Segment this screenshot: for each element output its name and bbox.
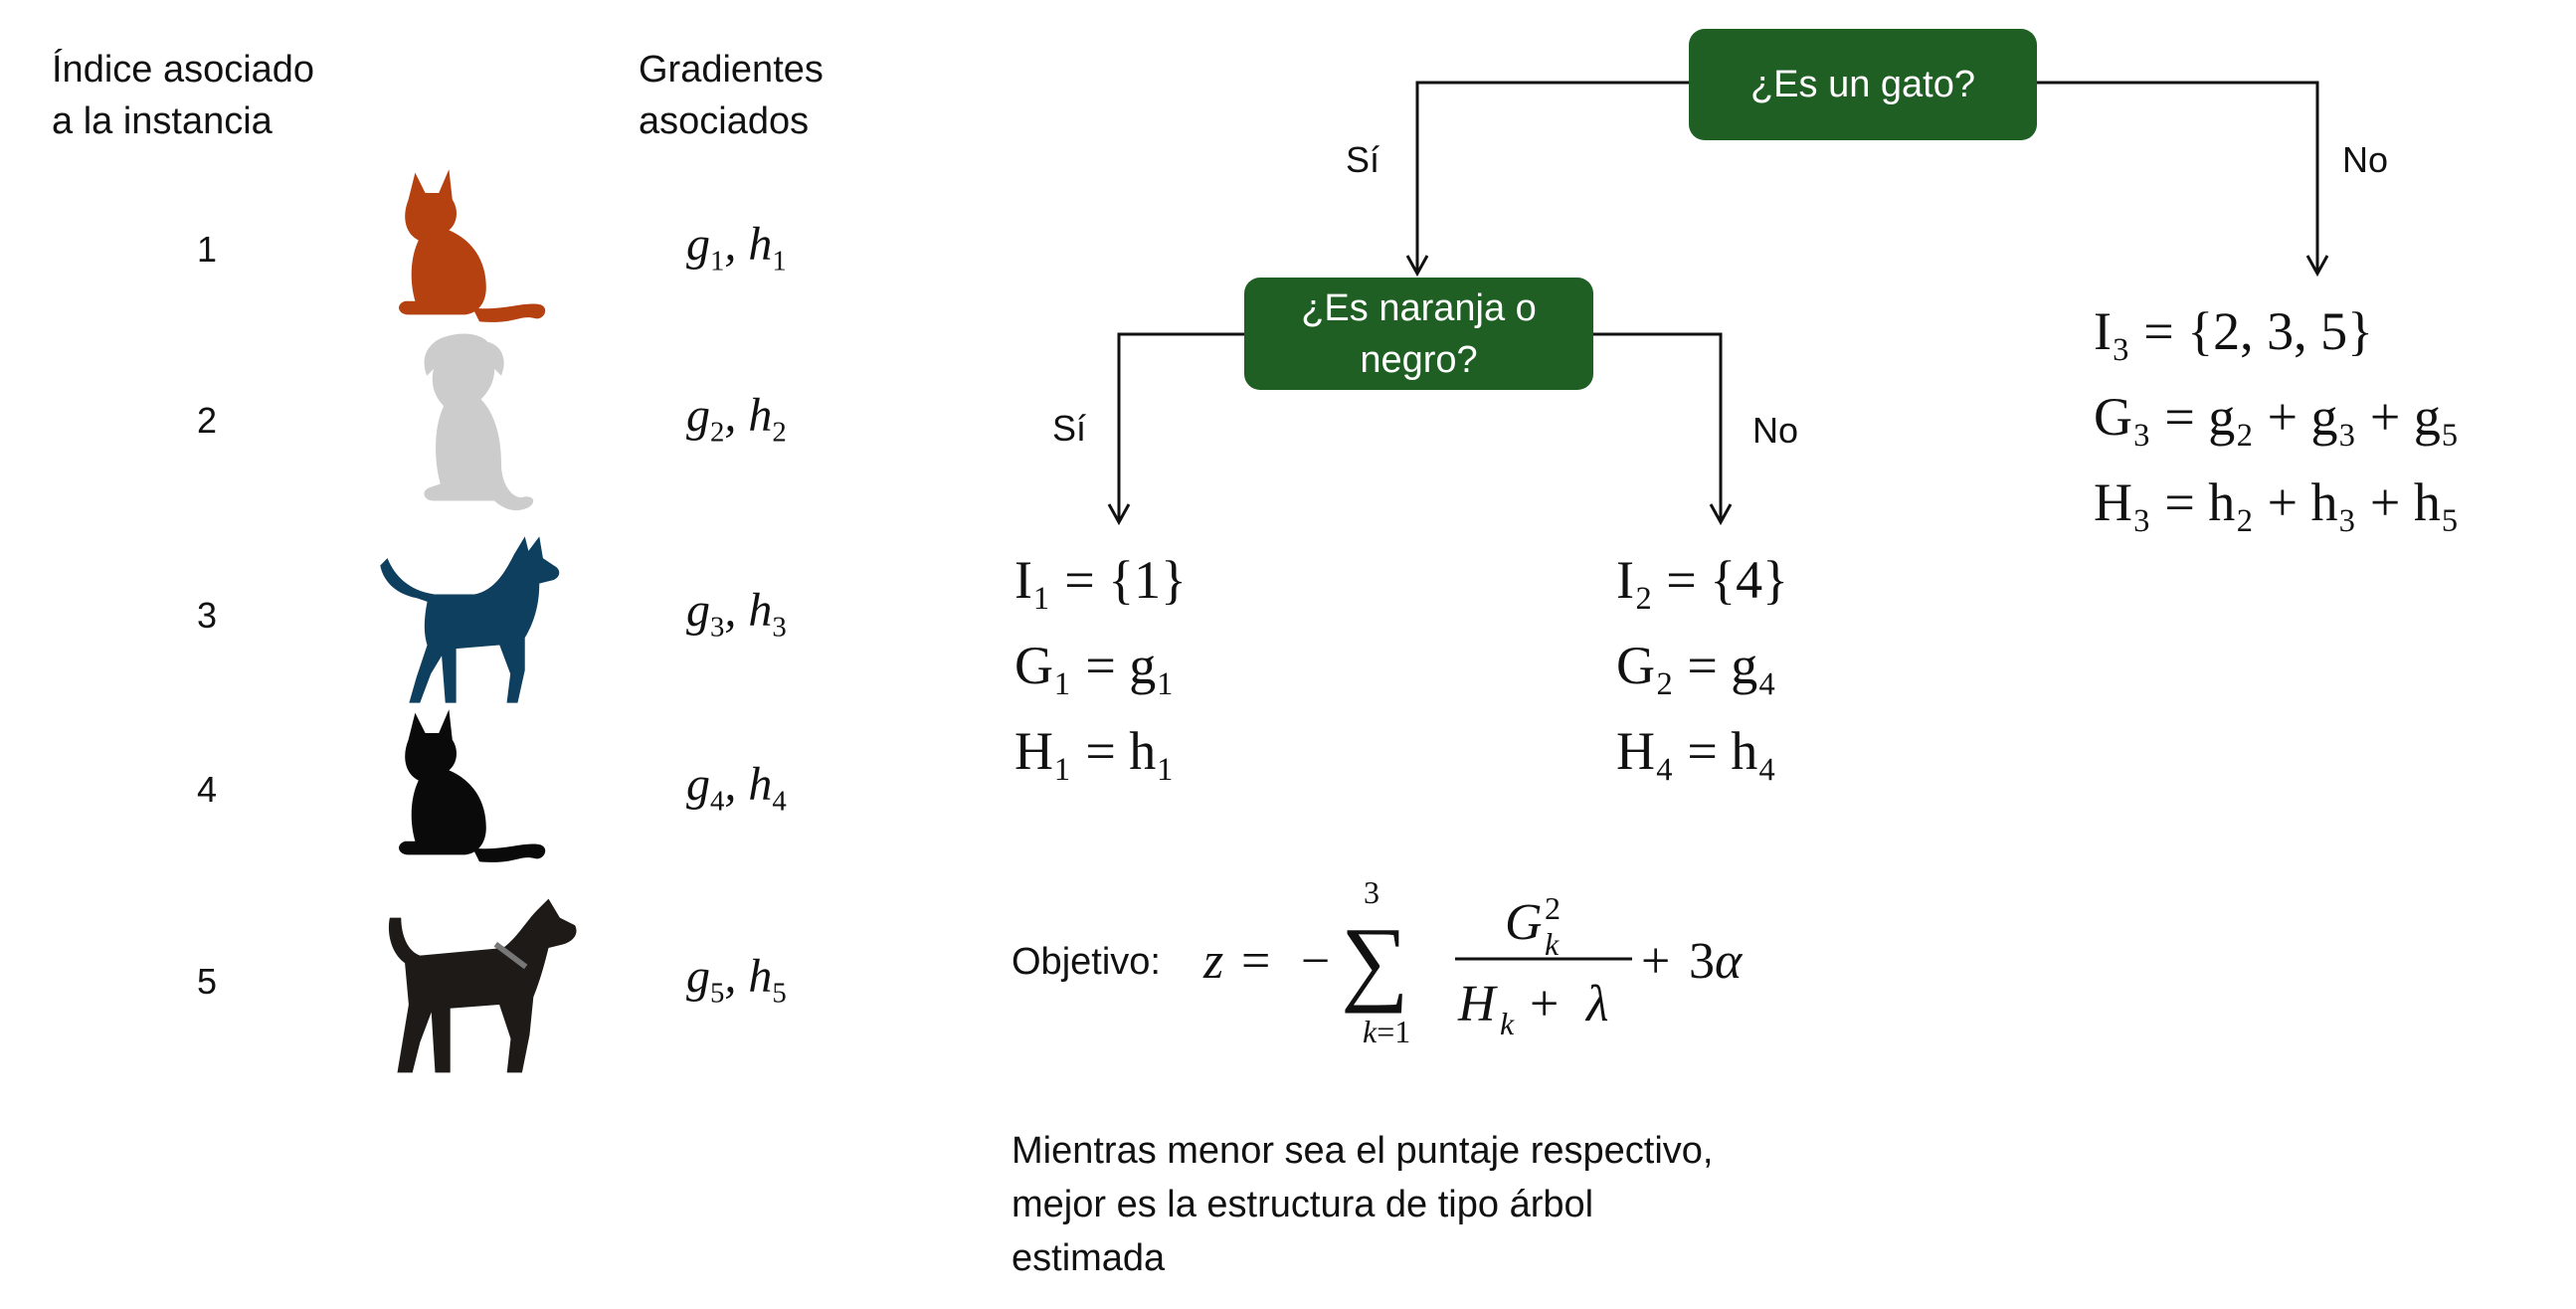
gradient-g-subscript: 5 [710, 977, 725, 1010]
gradient-g-subscript: 3 [710, 611, 725, 644]
gradient-g: g [686, 389, 710, 442]
leaf-2-index-set: I₂ = {4} [1616, 550, 1789, 610]
leaf-1-index-set: I₁ = {1} [1014, 550, 1188, 610]
svg-text:H: H [1457, 976, 1498, 1032]
gradient-h: h [748, 584, 773, 637]
root-no-label: No [2342, 139, 2389, 180]
leaf-2-stats: I₂ = {4} G₂ = g₄ H₄ = h₄ [1616, 537, 1788, 794]
gradient-g-subscript: 1 [710, 245, 725, 278]
gradient-h-subscript: 3 [772, 611, 787, 644]
child-node-es-naranja-o-negro: ¿Es naranja o negro? [1244, 278, 1593, 390]
leaf-2-g-sum: G₂ = g₄ [1616, 636, 1777, 695]
svg-text:=: = [1241, 933, 1270, 990]
instance-index-1: 1 [196, 229, 218, 270]
dog-collar-silhouette-icon [378, 891, 587, 1085]
svg-text:z: z [1202, 933, 1223, 990]
gradient-h-subscript: 5 [772, 977, 787, 1010]
interpretation-note: Mientras menor sea el puntaje respectivo… [1012, 1130, 1714, 1279]
leaf-3-g-sum: G₃ = g₂ + g₃ + g₅ [2094, 387, 2460, 447]
child-no-label: No [1752, 410, 1799, 451]
svg-text:∑: ∑ [1341, 907, 1408, 1014]
leaf-1-h-sum: H₁ = h₁ [1014, 721, 1176, 781]
instance-index-5: 5 [196, 961, 218, 1002]
instance-index-2: 2 [196, 400, 218, 441]
instance-gradients-2: g2, h2 [686, 389, 787, 449]
gradient-g: g [686, 218, 710, 271]
leaf-2-h-sum: H₄ = h₄ [1616, 721, 1777, 781]
gradient-g: g [686, 950, 710, 1003]
svg-text:G: G [1505, 894, 1543, 951]
instance-index-3: 3 [196, 595, 218, 636]
svg-text:−: − [1301, 933, 1330, 990]
gradient-h-subscript: 2 [772, 416, 787, 449]
gradient-h: h [748, 950, 773, 1003]
objective-label: Objetivo: [1012, 941, 1161, 983]
svg-text:+: + [1641, 933, 1670, 990]
gradient-h: h [748, 218, 773, 271]
svg-text:3: 3 [1364, 875, 1380, 910]
cat-silhouette-icon [378, 159, 547, 333]
gradient-h: h [748, 389, 773, 442]
svg-text:+: + [1530, 976, 1559, 1032]
gradient-h-subscript: 4 [772, 785, 787, 818]
gradient-g-subscript: 4 [710, 785, 725, 818]
husky-silhouette-icon [373, 525, 572, 719]
instance-gradients-1: g1, h1 [686, 218, 787, 278]
gradient-h: h [748, 758, 773, 811]
leaf-3-index-set: I₃ = {2, 3, 5} [2094, 301, 2374, 361]
svg-text:k: k [1545, 926, 1560, 962]
objective-formula-render: z = − 3 ∑ k=1 G 2 k H k + λ + 3α [1202, 874, 1744, 1049]
child-no-connector [1591, 332, 1733, 526]
svg-text:k=1: k=1 [1363, 1014, 1410, 1049]
svg-text:λ: λ [1584, 976, 1609, 1032]
svg-text:k: k [1500, 1006, 1515, 1041]
cat-silhouette-icon [378, 699, 547, 873]
gradients-header: Gradientes asociados [639, 49, 824, 142]
leaf-3-h-sum: H₃ = h₂ + h₃ + h₅ [2094, 472, 2460, 532]
gradient-g: g [686, 584, 710, 637]
index-header: Índice asociado a la instancia [52, 49, 315, 142]
root-yes-connector [1405, 81, 1691, 278]
objective-formula: z = − 3 ∑ k=1 G 2 k H k + λ + 3α [1201, 874, 1798, 1054]
instance-gradients-4: g4, h4 [686, 758, 787, 818]
leaf-1-g-sum: G₁ = g₁ [1014, 636, 1176, 695]
svg-text:3α: 3α [1689, 933, 1744, 990]
leaf-1-stats: I₁ = {1} G₁ = g₁ H₁ = h₁ [1014, 537, 1187, 794]
root-no-connector [2034, 81, 2329, 278]
child-yes-label: Sí [1052, 408, 1087, 449]
gradient-g: g [686, 758, 710, 811]
root-node-es-un-gato: ¿Es un gato? [1689, 29, 2037, 140]
child-yes-connector [1107, 332, 1246, 526]
dog-sitting-silhouette-icon [383, 330, 552, 524]
instance-gradients-5: g5, h5 [686, 950, 787, 1010]
leaf-3-stats: I₃ = {2, 3, 5} G₃ = g₂ + g₃ + g₅ H₃ = h₂… [2094, 288, 2460, 545]
instance-index-4: 4 [196, 769, 218, 810]
gradient-g-subscript: 2 [710, 416, 725, 449]
root-yes-label: Sí [1346, 139, 1380, 180]
instance-gradients-3: g3, h3 [686, 584, 787, 644]
svg-text:2: 2 [1545, 890, 1561, 926]
gradient-h-subscript: 1 [772, 245, 787, 278]
